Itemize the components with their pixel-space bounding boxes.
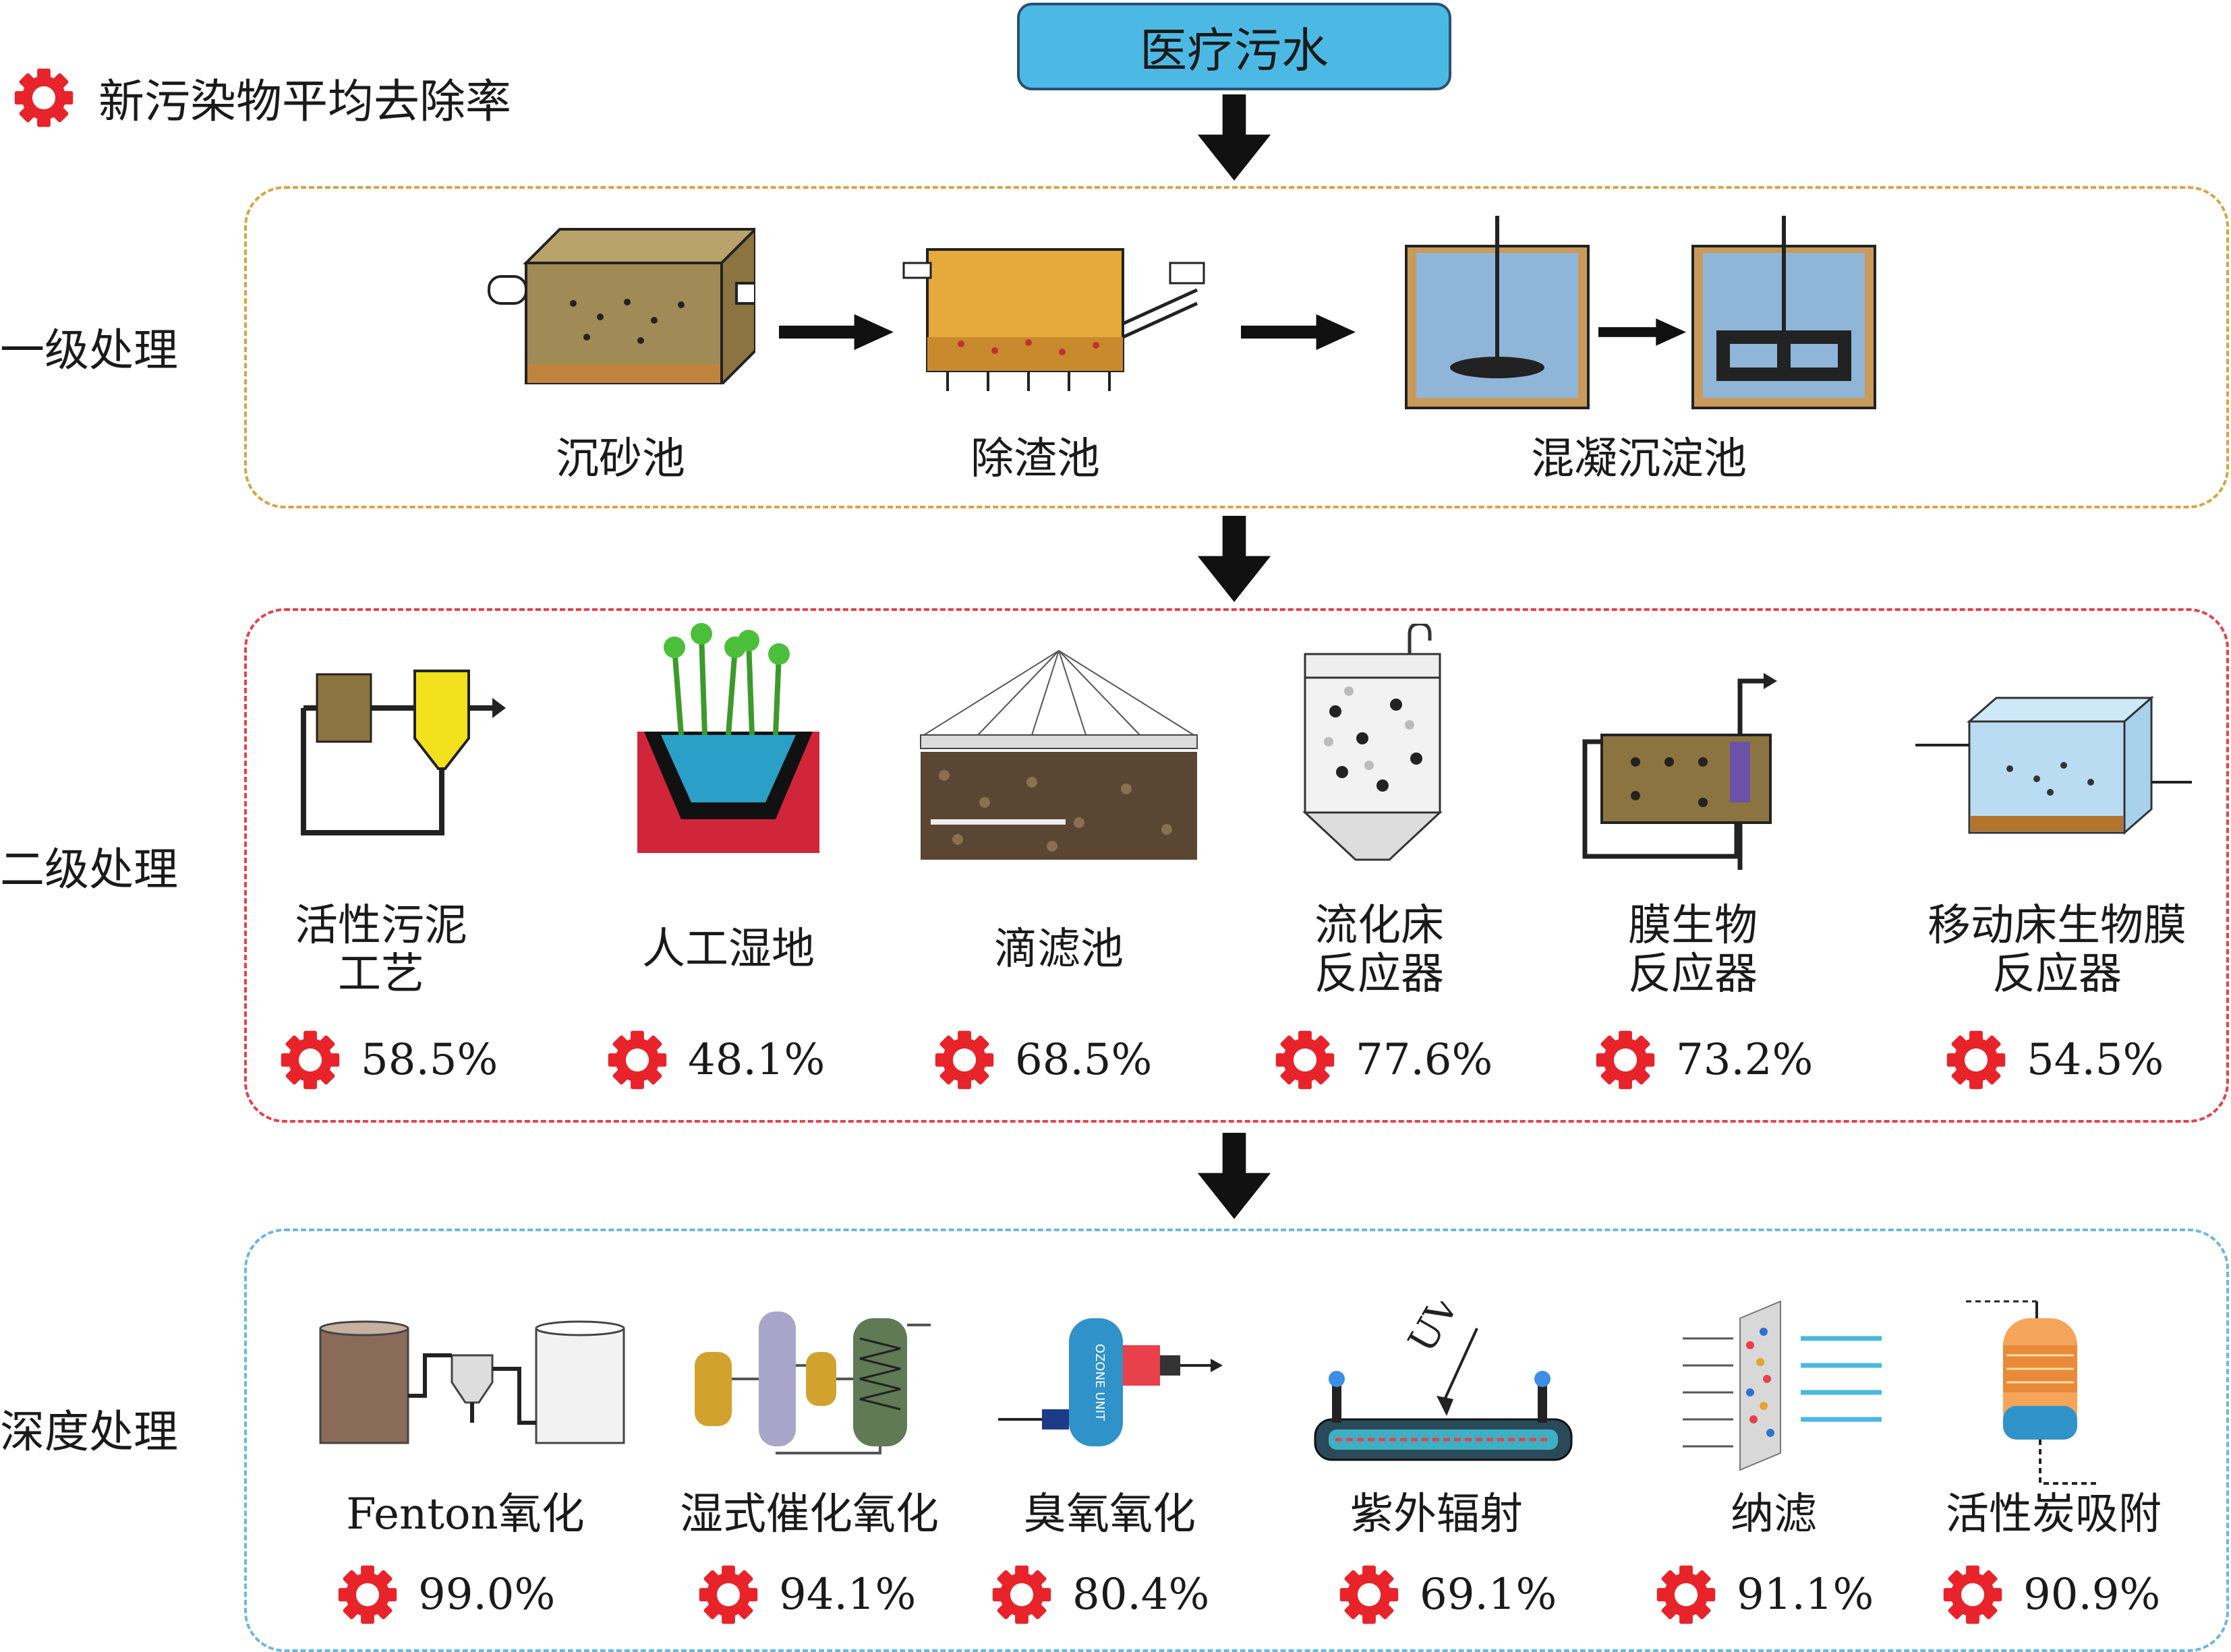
gear-icon [13,67,74,128]
unit-label: 滴滤池 [994,924,1124,974]
legend-text: 新污染物平均去除率 [98,76,512,129]
rate-value: 94.1% [779,1570,917,1620]
gear-icon [607,1030,668,1090]
unit-label: 活性炭吸附 [1946,1489,2162,1539]
grit-chamber-illustration [488,227,755,384]
sedimentation-tank-illustration [1691,216,1876,409]
right-arrow-icon [779,314,894,351]
stage-label-advanced: 深度处理 [0,1406,178,1458]
removal-rate: 80.4% [991,1564,1209,1625]
unit-label: 流化床 反应器 [1314,901,1444,999]
gear-icon [1275,1030,1335,1090]
stage-label-secondary: 二级处理 [0,844,178,895]
removal-rate: 73.2% [1595,1030,1813,1090]
gear-icon [698,1564,759,1625]
right-arrow-icon [1598,317,1686,347]
slag-chamber-illustration [902,248,1205,391]
activated-sludge-illustration [301,670,506,835]
rate-value: 69.1% [1420,1570,1557,1620]
removal-rate: 94.1% [698,1564,916,1625]
rate-value: 73.2% [1676,1035,1814,1085]
rate-value: 80.4% [1072,1570,1210,1620]
removal-rate: 48.1% [607,1030,825,1090]
wet-catalytic-oxidation-illustration [695,1311,931,1454]
unit-label: 活性污泥 工艺 [295,901,467,999]
unit-label: 臭氧氧化 [1023,1489,1196,1539]
gear-icon [1942,1564,2003,1625]
unit-label: 混凝沉淀池 [1531,434,1747,484]
advanced-treatment-box [244,1229,2229,1652]
removal-rate: 77.6% [1275,1030,1493,1090]
rate-value: 90.9% [2023,1570,2161,1620]
legend: 新污染物平均去除率 [13,64,511,131]
gear-icon [934,1030,995,1090]
activated-carbon-illustration [1966,1300,2097,1485]
rate-value: 91.1% [1737,1570,1874,1620]
secondary-treatment-box [244,608,2229,1123]
right-arrow-icon [1241,314,1356,351]
membrane-bioreactor-illustration [1582,673,1777,870]
top-node-medical-wastewater: 医疗污水 [1017,3,1451,90]
rate-value: 54.5% [2027,1035,2164,1085]
removal-rate: 90.9% [1942,1564,2160,1625]
unit-label: 沉砂池 [556,434,685,484]
down-arrow-icon [1190,516,1278,603]
trickling-filter-illustration [920,650,1198,860]
removal-rate: 69.1% [1339,1564,1557,1625]
ozone-unit-text: OZONE UNIT [1093,1344,1107,1421]
top-node-label: 医疗污水 [1140,22,1329,78]
unit-label: 膜生物 反应器 [1628,901,1758,999]
fenton-illustration [319,1320,625,1444]
uv-text: UV [1400,1301,1468,1360]
gear-icon [991,1564,1052,1625]
constructed-wetland-illustration [637,623,819,853]
fluidized-bed-illustration [1302,624,1443,861]
uv-reactor-illustration: UV [1314,1301,1573,1461]
gear-icon [280,1030,341,1090]
unit-label: Fenton氧化 [346,1489,585,1539]
unit-label: 纳滤 [1731,1489,1817,1539]
unit-label: 除渣池 [970,434,1100,484]
removal-rate: 58.5% [280,1030,498,1090]
removal-rate: 99.0% [337,1564,555,1625]
rate-value: 48.1% [688,1035,825,1085]
nanofiltration-illustration [1683,1300,1882,1471]
ozone-unit-illustration: OZONE UNIT [998,1318,1223,1446]
primary-treatment-box [244,186,2229,508]
gear-icon [337,1564,398,1625]
stage-label-primary: 一级处理 [0,324,178,376]
unit-label: 紫外辐射 [1350,1489,1523,1539]
rate-value: 68.5% [1015,1035,1153,1085]
down-arrow-icon [1190,94,1278,182]
removal-rate: 54.5% [1946,1030,2164,1090]
removal-rate: 91.1% [1656,1564,1874,1625]
coagulation-tank-illustration [1405,216,1590,409]
rate-value: 99.0% [418,1570,556,1620]
unit-label: 移动床生物膜 反应器 [1928,901,2186,999]
gear-icon [1946,1030,2006,1090]
gear-icon [1656,1564,1716,1625]
unit-label: 湿式催化氧化 [680,1489,939,1539]
unit-label: 人工湿地 [642,924,815,974]
gear-icon [1339,1564,1399,1625]
gear-icon [1595,1030,1656,1090]
down-arrow-icon [1190,1133,1278,1220]
rate-value: 77.6% [1356,1035,1493,1085]
rate-value: 58.5% [361,1035,498,1085]
removal-rate: 68.5% [934,1030,1152,1090]
moving-bed-biofilm-illustration [1915,695,2192,835]
